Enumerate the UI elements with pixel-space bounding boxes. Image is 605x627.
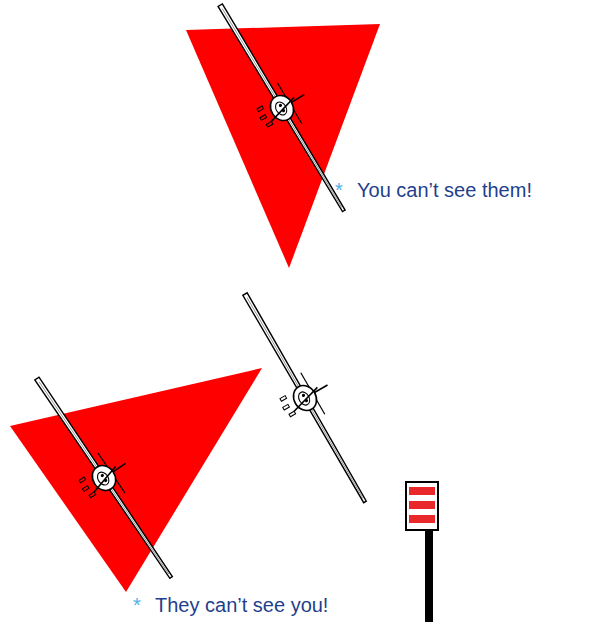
aircraft [200,0,366,223]
bullet-mark: * [335,178,343,202]
wind-indicator [406,482,438,622]
blind-spot-zone [10,368,262,592]
warning-note: You can’t see them! [357,178,532,202]
blind-spot-zone [186,24,380,268]
aircraft [224,281,387,514]
bullet-mark: * [133,593,141,617]
aircraft [17,364,193,591]
warning-note: They can’t see you! [155,593,328,617]
